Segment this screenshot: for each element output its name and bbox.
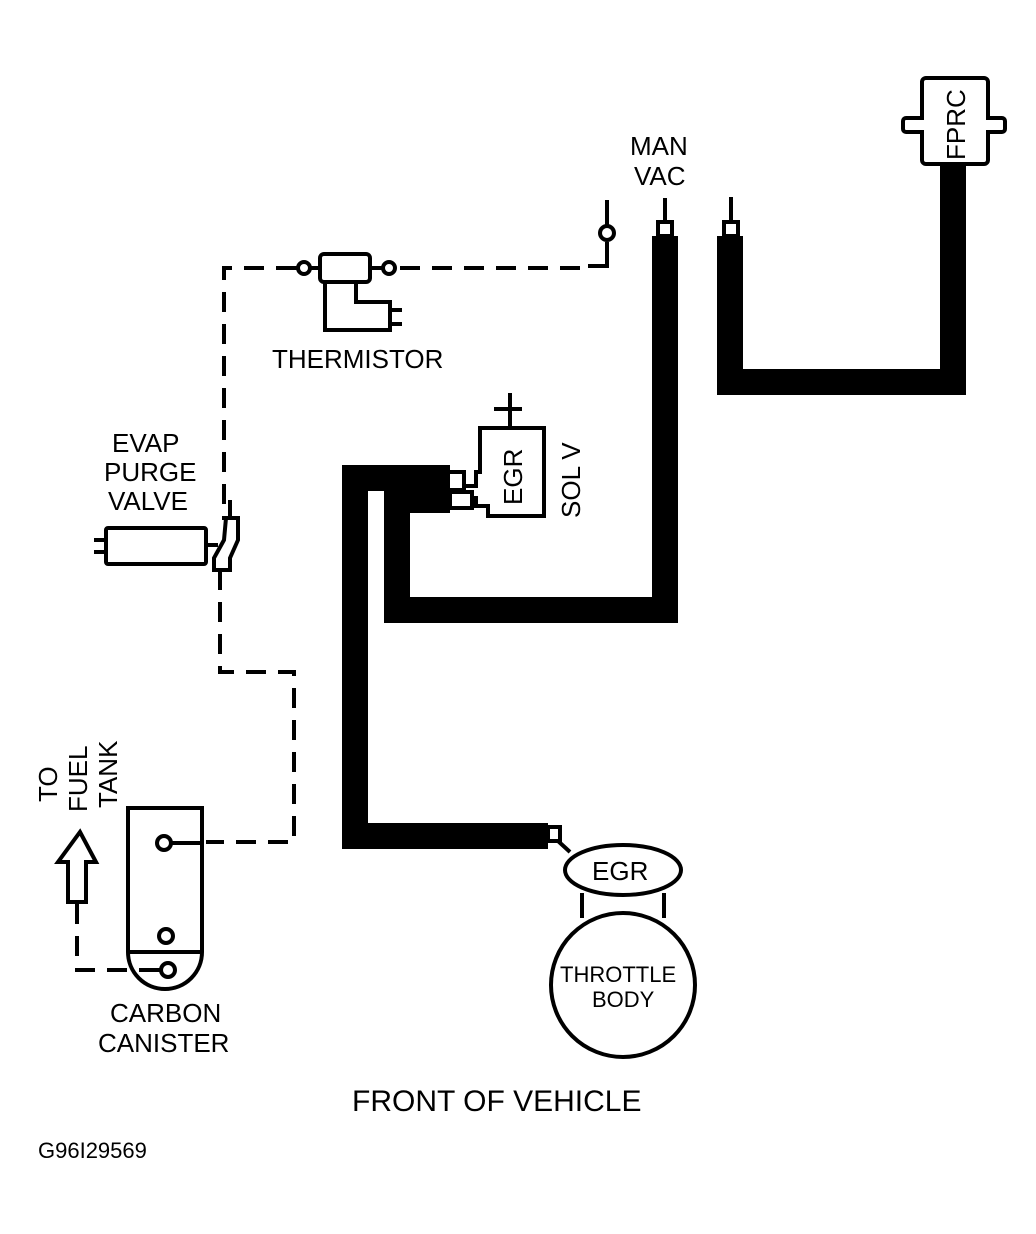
to-fuel-tank-label-line2: FUEL — [63, 746, 93, 812]
to-fuel-tank-label-line3: TANK — [93, 740, 123, 808]
thermistor-component — [222, 252, 588, 520]
man-vac-hose — [384, 236, 678, 623]
front-of-vehicle-label: FRONT OF VEHICLE — [352, 1085, 641, 1118]
man-vac-label-line2: VAC — [634, 161, 686, 191]
man-vac-label-line1: MAN — [630, 131, 688, 161]
evap-label-line1: EVAP — [112, 428, 179, 458]
fprc-label: FPRC — [941, 89, 971, 160]
to-fuel-tank-arrow-icon — [54, 828, 100, 904]
thermistor-label: THERMISTOR — [272, 344, 443, 374]
to-fuel-tank-label-line1: TO — [33, 766, 63, 802]
egr-solenoid-side-label: SOL V — [556, 442, 586, 518]
figure-id: G96I29569 — [38, 1138, 147, 1163]
throttle-body: THROTTLE BODY — [549, 911, 697, 1059]
throttle-body-label-line2: BODY — [592, 987, 655, 1012]
egr-valve: EGR — [546, 825, 683, 897]
man-vac-nipple — [656, 198, 674, 238]
egr-solenoid-body-label: EGR — [498, 449, 528, 505]
canister-to-fuel-tank-line — [75, 904, 140, 972]
manifold-vacuum-port-evap — [588, 200, 616, 268]
evap-label-line2: PURGE — [104, 457, 196, 487]
carbon-canister-label-line2: CANISTER — [98, 1028, 229, 1058]
carbon-canister — [126, 806, 204, 991]
evap-to-canister-line — [206, 570, 296, 844]
fprc-component: FPRC — [901, 76, 1007, 166]
throttle-body-label-line1: THROTTLE — [560, 962, 676, 987]
evap-label-line3: VALVE — [108, 486, 188, 516]
egr-solenoid-valve: EGR SOL V — [446, 393, 586, 518]
carbon-canister-label-line1: CARBON — [110, 998, 221, 1028]
egr-sol-to-egr-valve-hose — [342, 465, 548, 849]
egr-valve-label: EGR — [592, 856, 648, 886]
evap-purge-valve — [94, 500, 240, 572]
fprc-nipple — [722, 197, 740, 238]
fprc-vacuum-hose — [717, 164, 966, 395]
